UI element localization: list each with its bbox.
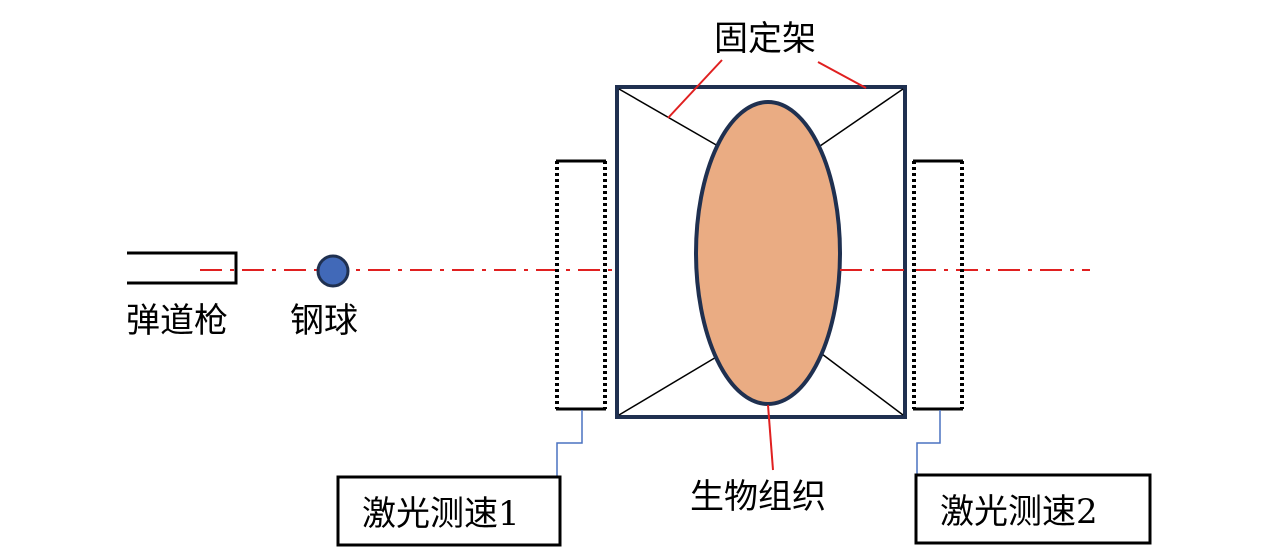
laser-label-2: 激光测速2 bbox=[940, 492, 1098, 532]
ballistic-gun bbox=[127, 251, 238, 285]
connector-1 bbox=[556, 410, 583, 477]
laser-gate-1 bbox=[555, 159, 607, 411]
connector-2 bbox=[916, 410, 941, 477]
biological-tissue bbox=[694, 100, 842, 406]
laser-label-1: 激光测速1 bbox=[362, 494, 520, 534]
steel-ball bbox=[316, 254, 350, 288]
laser-box-1 bbox=[336, 475, 562, 547]
laser-box-2 bbox=[914, 473, 1152, 545]
ball-label: 钢球 bbox=[290, 301, 358, 341]
laser-gate-2 bbox=[912, 159, 964, 411]
frame-label: 固定架 bbox=[714, 19, 816, 59]
gun-label: 弹道枪 bbox=[126, 301, 228, 341]
tissue-label: 生物组织 bbox=[690, 477, 826, 517]
frame-leader-right bbox=[817, 61, 867, 89]
frame-leader-left bbox=[667, 59, 723, 119]
tissue-leader bbox=[767, 404, 774, 471]
